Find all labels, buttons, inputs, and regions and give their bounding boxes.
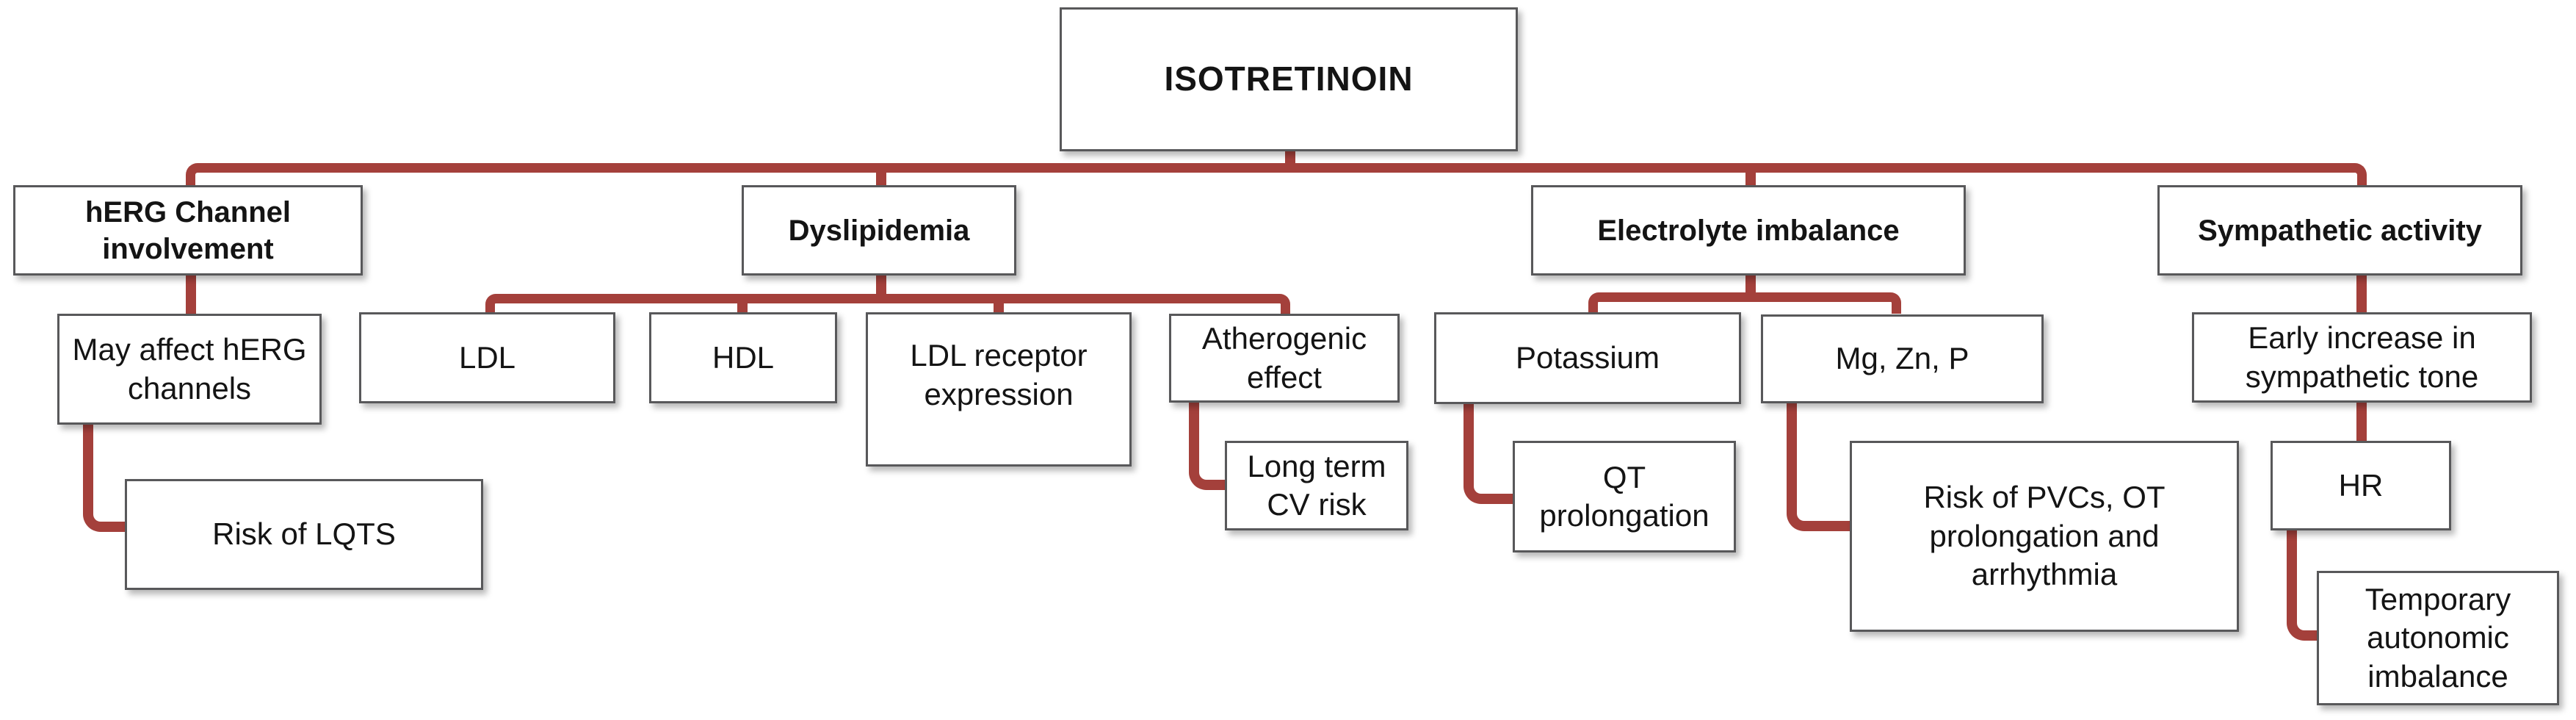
node-ldl-receptor-label: LDL receptor expression	[910, 338, 1088, 411]
node-risk-of-lqts: Risk of LQTS	[125, 479, 483, 590]
connector-main-trunk	[186, 163, 2367, 187]
node-cv-risk-label: Long term CV risk	[1247, 448, 1386, 522]
connector-drop-hdl	[737, 298, 748, 314]
node-electrolyte-label: Electrolyte imbalance	[1597, 214, 1900, 247]
node-dyslipidemia-label: Dyslipidemia	[788, 214, 970, 247]
node-qt-prolongation: QT prolongation	[1513, 441, 1736, 552]
node-dyslipidemia: Dyslipidemia	[742, 185, 1016, 276]
connector-electrolyte-stub	[1745, 274, 1756, 296]
node-potassium-label: Potassium	[1515, 340, 1660, 375]
node-sympathetic-label: Sympathetic activity	[2198, 214, 2482, 247]
node-atherogenic-label: Atherogenic effect	[1201, 321, 1367, 395]
node-hr: HR	[2271, 441, 2451, 530]
node-isotretinoin-label: ISOTRETINOIN	[1164, 60, 1414, 98]
connector-dyslipidemia-stub	[876, 274, 886, 298]
node-hr-label: HR	[2338, 467, 2384, 503]
connector-potassium-to-qt	[1464, 403, 1515, 504]
node-isotretinoin: ISOTRETINOIN	[1060, 7, 1518, 151]
connector-drop-dyslipidemia	[876, 168, 886, 187]
node-ldl-label: LDL	[458, 339, 516, 375]
connector-herg-to-mayaffect	[186, 274, 196, 315]
node-risk-of-pvcs: Risk of PVCs, OT prolongation and arrhyt…	[1850, 441, 2239, 632]
node-hdl-label: HDL	[712, 339, 775, 375]
connector-hr-to-autonomic	[2287, 529, 2319, 641]
node-herg-label: hERG Channel involvement	[84, 195, 292, 265]
connector-root-stub	[1285, 147, 1295, 168]
connector-drop-electrolyte	[1745, 168, 1756, 187]
node-mg-zn-p: Mg, Zn, P	[1761, 314, 2044, 403]
node-ldl: LDL	[359, 312, 615, 403]
connector-atherogenic-to-cvrisk	[1189, 401, 1227, 490]
node-herg-channel-involvement: hERG Channel involvement	[13, 185, 363, 276]
node-may-affect-label: May affect hERG channels	[72, 332, 307, 406]
connector-mgznp-to-pvc	[1787, 401, 1852, 531]
connector-mayaffect-to-lqts	[83, 423, 127, 532]
node-early-increase-sympathetic-tone: Early increase in sympathetic tone	[2192, 312, 2532, 403]
node-mg-zn-p-label: Mg, Zn, P	[1835, 341, 1969, 376]
node-qt-label: QT prolongation	[1539, 459, 1710, 533]
node-potassium: Potassium	[1434, 312, 1741, 404]
node-hdl: HDL	[649, 312, 837, 403]
node-early-increase-label: Early increase in sympathetic tone	[2245, 320, 2479, 394]
node-ldl-receptor-expression: LDL receptor expression	[866, 312, 1132, 467]
node-atherogenic-effect: Atherogenic effect	[1169, 314, 1400, 403]
node-long-term-cv-risk: Long term CV risk	[1225, 441, 1408, 530]
node-temporary-autonomic-imbalance: Temporary autonomic imbalance	[2317, 571, 2559, 705]
node-lqts-label: Risk of LQTS	[212, 516, 396, 552]
node-pvc-label: Risk of PVCs, OT prolongation and arrhyt…	[1923, 480, 2166, 592]
connector-dyslipidemia-subtrunk	[485, 294, 1290, 315]
node-sympathetic-activity: Sympathetic activity	[2157, 185, 2522, 276]
connector-electrolyte-subtrunk	[1588, 292, 1901, 314]
node-may-affect-herg: May affect hERG channels	[57, 314, 322, 425]
connector-drop-ldl-receptor	[994, 298, 1004, 314]
connector-sympathetic-to-early	[2356, 274, 2367, 314]
node-autonomic-label: Temporary autonomic imbalance	[2365, 581, 2511, 694]
connector-early-to-hr	[2356, 401, 2367, 442]
node-electrolyte-imbalance: Electrolyte imbalance	[1531, 185, 1966, 276]
